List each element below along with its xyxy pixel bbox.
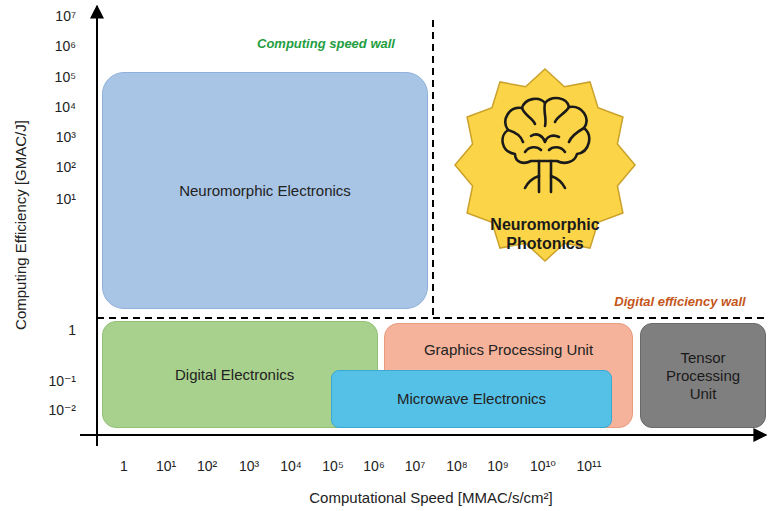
star-badge: Neuromorphic Photonics	[453, 67, 637, 263]
speed-wall-line	[432, 20, 434, 318]
tick-label: 10³	[56, 129, 76, 145]
region-label: Tensor Processing Unit	[657, 349, 749, 403]
tick-label: 1	[120, 458, 128, 474]
tick-label: 10¹	[56, 191, 76, 207]
region-box: Microwave Electronics	[331, 370, 612, 428]
tick-label: 10⁴	[54, 99, 76, 115]
tick-label: 10²	[56, 159, 76, 175]
tick-label: 10⁻²	[48, 402, 76, 418]
tick-label: 10⁵	[322, 458, 343, 474]
tick-label: 1	[68, 322, 76, 338]
region-label: Neuromorphic Electronics	[179, 182, 351, 200]
region-label: Neuromorphic Photonics	[480, 215, 610, 253]
wall-label: Computing speed wall	[257, 36, 395, 51]
tick-label: 10⁷	[55, 8, 76, 24]
star-outline	[453, 67, 637, 263]
y-axis	[96, 6, 98, 446]
tick-label: 10³	[239, 458, 259, 474]
region-label: Graphics Processing Unit	[424, 341, 593, 359]
tick-label: 10⁶	[55, 38, 76, 54]
tick-label: 10⁻¹	[48, 373, 76, 389]
region-label: Digital Electronics	[175, 366, 294, 384]
axis-title: Computational Speed [MMAC/s/cm²]	[309, 489, 552, 506]
axis-title: Computing Efficiency [GMAC/J]	[12, 120, 29, 330]
region-label: Microwave Electronics	[397, 390, 546, 408]
tick-label: 10¹	[156, 458, 176, 474]
efficiency-wall-line	[97, 317, 768, 319]
region-box: Tensor Processing Unit	[640, 323, 766, 428]
tick-label: 10⁹	[487, 458, 509, 474]
wall-label: Digital efficiency wall	[614, 294, 745, 309]
region-box: Neuromorphic Electronics	[102, 72, 428, 309]
tick-label: 10¹⁰	[530, 458, 556, 474]
tick-label: 10¹¹	[577, 458, 602, 474]
tick-label: 10⁴	[280, 458, 302, 474]
tick-label: 10⁷	[405, 458, 426, 474]
brain-icon	[495, 92, 595, 202]
tick-label: 10⁶	[363, 458, 384, 474]
tick-label: 10⁸	[446, 458, 467, 474]
x-axis	[80, 434, 766, 436]
tick-label: 10²	[197, 458, 217, 474]
tick-label: 10⁵	[55, 69, 76, 85]
